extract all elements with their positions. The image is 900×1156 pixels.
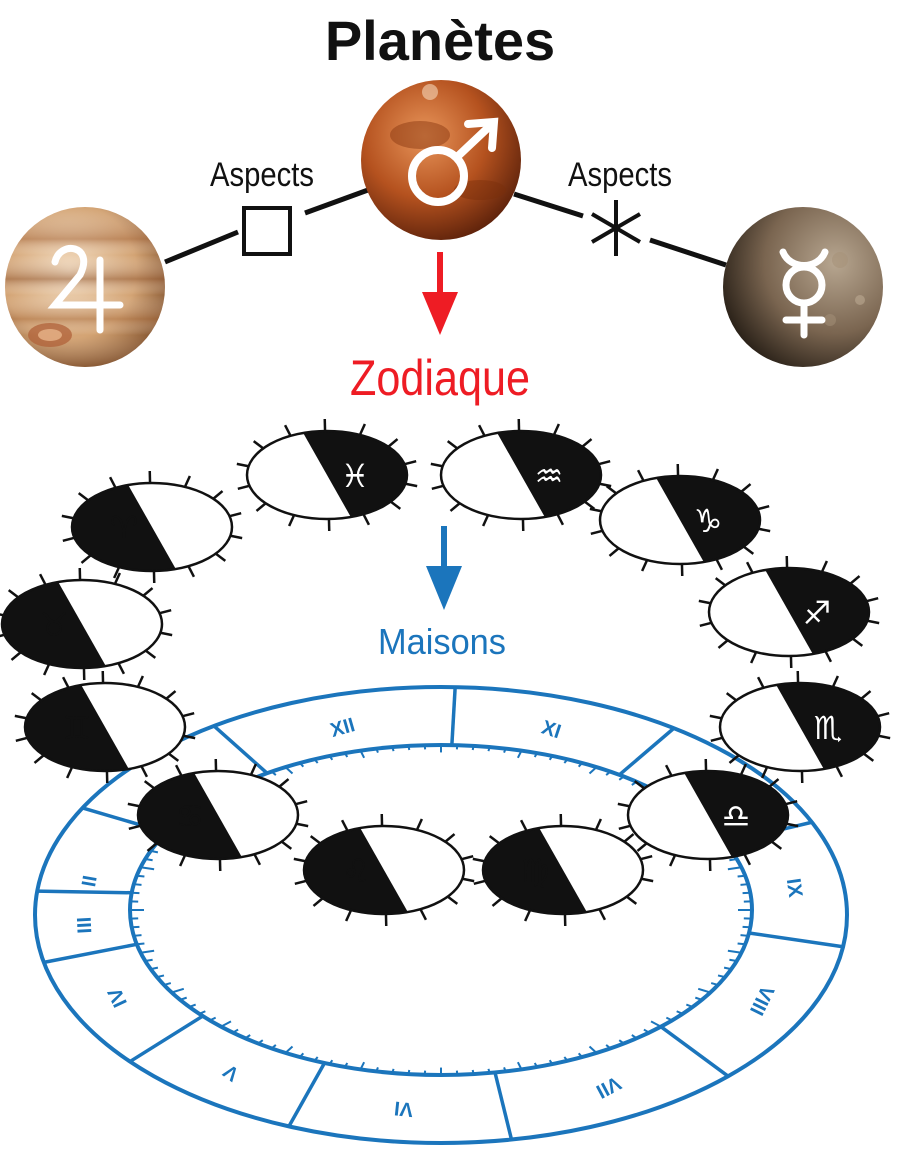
zodiac-glyph: ♒ (535, 457, 564, 495)
sagittarius-sign-icon: ♐ (699, 552, 900, 672)
house-divider (289, 1063, 325, 1126)
house-numeral: IX (782, 877, 807, 899)
aspects-label-right: Aspects (568, 156, 672, 194)
house-numeral: VII (592, 1071, 624, 1102)
zodiac-glyph: ♋ (176, 797, 205, 835)
houses-arrow-icon (426, 526, 462, 610)
aries-sign-icon: ♈ (32, 467, 242, 587)
house-divider (214, 726, 267, 773)
house-numeral: VI (393, 1097, 414, 1121)
house-numeral: VIII (745, 982, 778, 1019)
zodiac-glyph: ♑ (694, 502, 723, 540)
cancer-sign-icon: ♋ (98, 755, 308, 875)
taurus-sign-icon: ♉ (0, 564, 172, 684)
house-divider (44, 944, 137, 962)
mars-planet-icon (361, 80, 521, 240)
zodiac-glyph: ♍ (521, 852, 550, 890)
house-numeral: XII (328, 714, 358, 742)
house-divider (130, 1016, 203, 1061)
house-divider (661, 1027, 728, 1077)
house-numeral: IV (104, 983, 132, 1010)
house-divider (37, 891, 131, 893)
zodiac-glyph: ♊ (63, 709, 92, 747)
aspects-label-left: Aspects (210, 156, 314, 194)
zodiac-glyph: ♎ (722, 797, 751, 835)
pisces-sign-icon: ♓ (237, 415, 447, 535)
house-divider (749, 933, 843, 947)
houses-label: Maisons (378, 621, 506, 662)
zodiac-arrow-icon (422, 252, 458, 335)
zodiac-glyph: ♌ (342, 852, 371, 890)
sextile-aspect-icon (592, 200, 640, 256)
zodiac-glyph: ♐ (803, 594, 832, 632)
house-divider (452, 687, 455, 745)
page-title: Planètes (325, 9, 555, 72)
jupiter-planet-icon (5, 207, 165, 367)
zodiac-glyph: ♓ (341, 457, 370, 495)
square-aspect-icon (244, 208, 290, 254)
zodiac-signs: ♓ ♒ ♑ ♐ ♏ ♎ ♍ ♌ ♋ ♊ ♉ ♈ (0, 415, 900, 930)
gemini-sign-icon: ♊ (0, 667, 195, 787)
house-numeral: II (78, 874, 102, 889)
house-divider (619, 728, 673, 775)
zodiac-glyph: ♈ (110, 509, 139, 547)
house-numeral: V (219, 1059, 243, 1085)
house-divider (495, 1072, 511, 1139)
house-numeral: XI (539, 717, 564, 744)
mercury-planet-icon (723, 207, 883, 367)
capricorn-sign-icon: ♑ (590, 460, 800, 580)
zodiac-glyph: ♉ (40, 606, 69, 644)
house-numeral: III (74, 916, 97, 934)
scorpio-sign-icon: ♏ (710, 667, 900, 787)
zodiac-glyph: ♏ (814, 709, 843, 747)
zodiac-label: Zodiaque (350, 350, 530, 406)
